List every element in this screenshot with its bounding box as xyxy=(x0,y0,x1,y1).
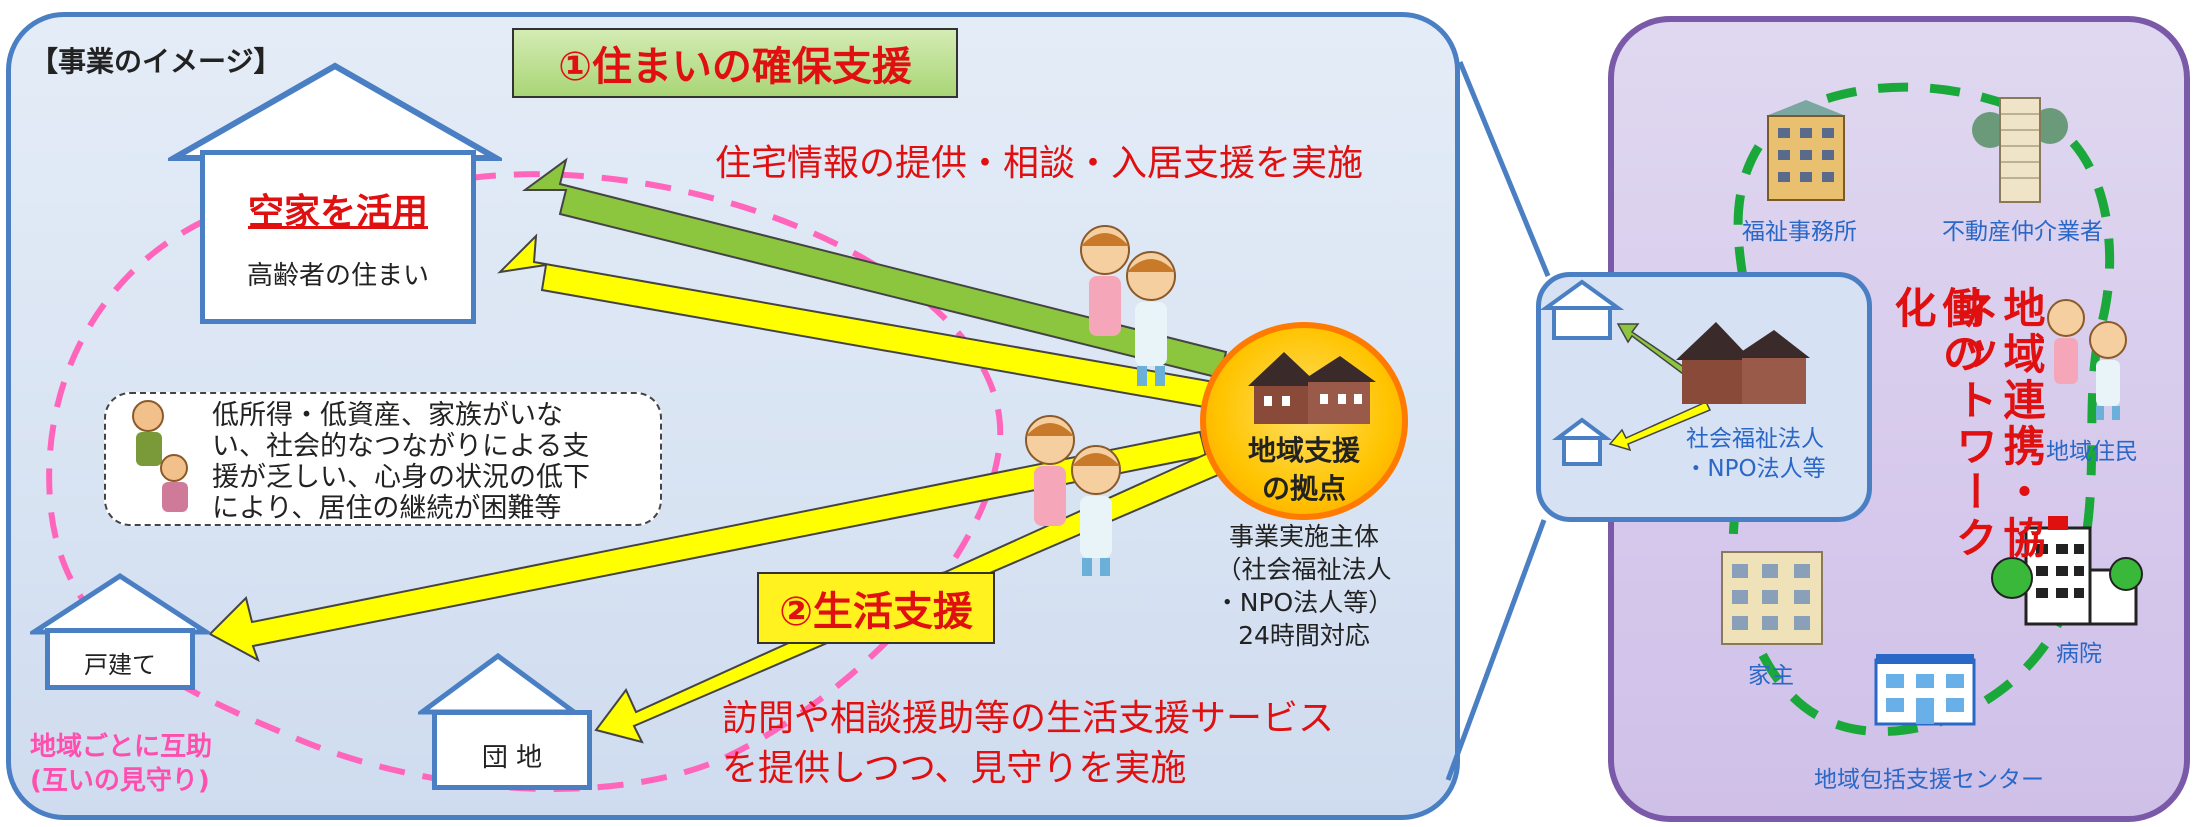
hub-label-line: の拠点 xyxy=(1261,472,1346,505)
hospital-label: 病院 xyxy=(2056,641,2102,667)
residents-icon xyxy=(2047,299,2127,420)
vacant-house-title: 空家を活用 xyxy=(247,192,428,233)
operator-line: ・NPO法人等） xyxy=(1214,588,1394,617)
note-line: 援が乏しい、心身の状況の低下 xyxy=(212,462,590,493)
zoom-line-top xyxy=(1457,61,1551,277)
zoom-label-line: ・NPO法人等 xyxy=(1684,456,1826,482)
network-title-col1: 地域連携・協働の xyxy=(1936,286,2046,562)
caregivers-icon-top xyxy=(1080,225,1176,386)
zoom-house-top-roof xyxy=(1539,279,1625,310)
operator-line: 事業実施主体 xyxy=(1228,522,1379,551)
life-support-description: 訪問や相談援助等の生活支援サービス を提供しつつ、見守りを実施 xyxy=(722,694,1334,794)
housing-support-description: 住宅情報の提供・相談・入居支援を実施 xyxy=(715,143,1364,184)
landlord-label: 家主 xyxy=(1748,663,1794,689)
zoom-house-top xyxy=(1552,306,1612,340)
residents-label: 地域住民 xyxy=(2046,439,2138,465)
zoom-content xyxy=(1539,279,1810,466)
mutual-aid-loop xyxy=(46,171,1004,792)
landlord-building-icon xyxy=(1721,551,1823,645)
vacant-house: 空家を活用 高齢者の住まい xyxy=(200,150,476,324)
detached-house: 戸建て xyxy=(45,628,195,690)
life-support-banner: ②生活支援 xyxy=(757,572,995,644)
welfare-office-label: 福祉事務所 xyxy=(1742,219,1857,245)
elderly-people-icon xyxy=(120,396,200,516)
zoom-house-bottom-roof xyxy=(1552,417,1612,440)
housing-support-banner: ①住まいの確保支援 xyxy=(512,28,958,98)
hub-building-icon xyxy=(1248,352,1376,424)
community-center-label: 地域包括支援センター xyxy=(1814,767,2044,793)
realtor-label: 不動産仲介業者 xyxy=(1942,219,2103,245)
operator-line: （社会福祉法人 xyxy=(1216,555,1392,584)
network-loop xyxy=(1728,82,2115,736)
danchi-label: 団 地 xyxy=(481,743,543,773)
danchi-house: 団 地 xyxy=(432,710,592,790)
arrow-yellow-to-vacant xyxy=(497,233,1216,410)
operator-line: 24時間対応 xyxy=(1238,621,1370,650)
zoom-operator-label: 社会福祉法人 ・NPO法人等 xyxy=(1660,424,1850,484)
note-line: により、居住の継続が困難等 xyxy=(212,493,562,524)
zoom-label-line: 社会福祉法人 xyxy=(1686,426,1824,452)
regional-support-hub: 地域支援 の拠点 xyxy=(1200,322,1408,520)
mutual-aid-label: 地域ごとに互助 (互いの見守り) xyxy=(30,730,212,798)
hub-label-line: 地域支援 xyxy=(1247,434,1360,467)
target-conditions-text: 低所得・低資産、家族がいな い、社会的なつながりによる支 援が乏しい、心身の状況… xyxy=(212,400,652,524)
hospital-icon xyxy=(1991,516,2143,626)
zoom-line-bottom xyxy=(1445,519,1547,781)
section-title: 【事業のイメージ】 xyxy=(30,45,282,78)
welfare-office-icon xyxy=(1766,100,1846,201)
support-line: を提供しつつ、見守りを実施 xyxy=(722,748,1187,789)
operator-info: 事業実施主体 （社会福祉法人 ・NPO法人等） 24時間対応 xyxy=(1188,520,1420,652)
support-line: 訪問や相談援助等の生活支援サービス xyxy=(722,698,1335,739)
zoom-hub-building-icon xyxy=(1676,322,1810,404)
network-title-col2: ネットワーク化 xyxy=(1888,286,1998,562)
community-center-icon xyxy=(1874,654,1976,726)
realtor-building-icon xyxy=(1972,97,2068,203)
mutual-aid-line: (互いの見守り) xyxy=(30,766,210,796)
target-conditions-note xyxy=(104,392,662,526)
vacant-house-subtitle: 高齢者の住まい xyxy=(246,261,429,291)
zoom-house-bottom xyxy=(1562,436,1602,466)
caregivers-icon-bottom xyxy=(1025,415,1121,576)
note-line: い、社会的なつながりによる支 xyxy=(212,431,590,462)
zoom-arrow-yellow xyxy=(1608,401,1712,452)
note-line: 低所得・低資産、家族がいな xyxy=(212,400,563,431)
detached-house-label: 戸建て xyxy=(84,651,156,679)
mutual-aid-line: 地域ごとに互助 xyxy=(30,732,213,762)
